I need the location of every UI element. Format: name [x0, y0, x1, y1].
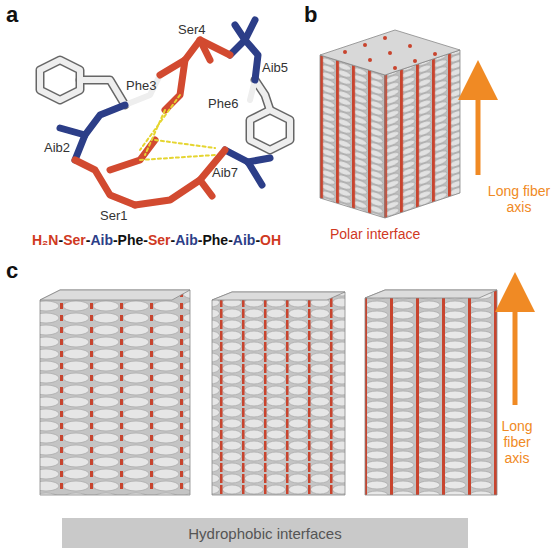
residue-label: Phe3	[126, 78, 156, 93]
interface-band: Hydrophobic interfaces	[62, 518, 468, 548]
residue-label: Ser1	[100, 208, 127, 223]
axis-label: Long fiber axis	[495, 418, 539, 466]
panel-letter: a	[6, 2, 18, 28]
residue-label: Aib5	[262, 60, 288, 75]
residue-label: Aib7	[212, 165, 238, 180]
residue-label: Phe6	[208, 96, 238, 111]
panel-letter: c	[6, 258, 18, 284]
peptide-sequence: H₂N-Ser-Aib-Phe-Ser-Aib-Phe-Aib-OH	[32, 232, 281, 248]
axis-label: Long fiber axis	[487, 183, 551, 215]
panel-letter: b	[304, 2, 317, 28]
band-text: Hydrophobic interfaces	[188, 525, 341, 542]
residue-label: Ser4	[178, 22, 205, 37]
residue-label: Aib2	[44, 140, 70, 155]
interface-label: Polar interface	[330, 226, 420, 242]
